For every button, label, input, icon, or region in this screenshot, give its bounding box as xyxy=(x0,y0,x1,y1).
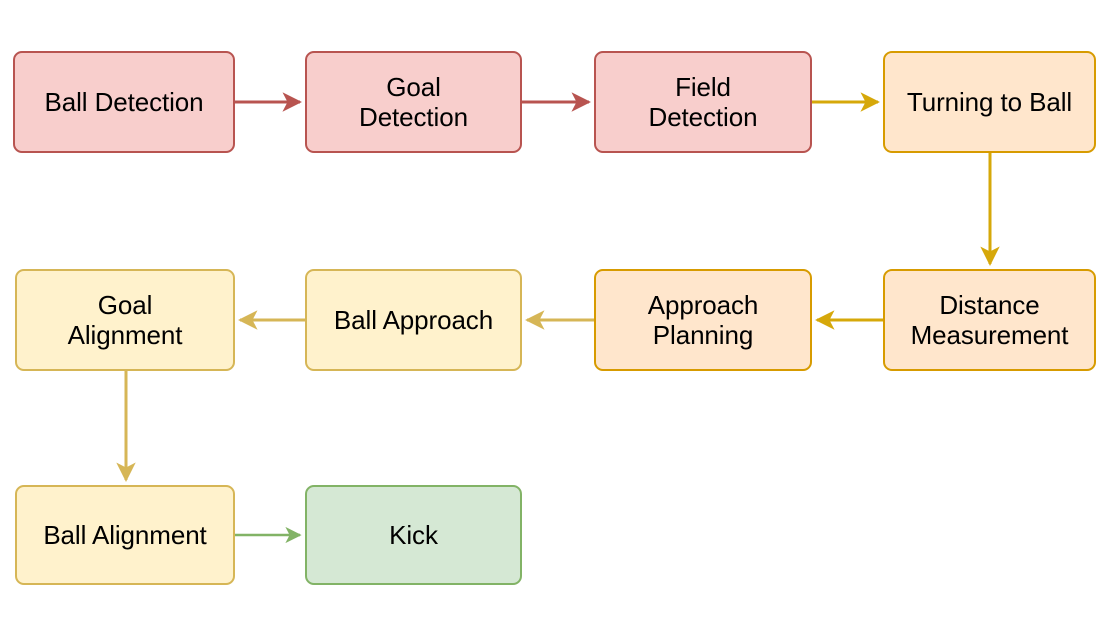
node-label: Distance Measurement xyxy=(910,289,1069,350)
node-ball-detection[interactable]: Ball Detection xyxy=(13,51,235,153)
node-label: Ball Alignment xyxy=(43,519,207,550)
node-label: Kick xyxy=(389,519,438,550)
node-goal-alignment[interactable]: Goal Alignment xyxy=(15,269,235,371)
node-label: Field Detection xyxy=(648,71,758,132)
node-label: Ball Detection xyxy=(44,86,204,117)
node-label: Goal Detection xyxy=(359,71,468,132)
node-label: Ball Approach xyxy=(333,304,494,335)
node-turning-to-ball[interactable]: Turning to Ball xyxy=(883,51,1096,153)
node-label: Goal Alignment xyxy=(67,289,183,350)
node-kick[interactable]: Kick xyxy=(305,485,522,585)
node-ball-alignment[interactable]: Ball Alignment xyxy=(15,485,235,585)
node-label: Approach Planning xyxy=(647,289,759,350)
node-approach-planning[interactable]: Approach Planning xyxy=(594,269,812,371)
node-distance-measurement[interactable]: Distance Measurement xyxy=(883,269,1096,371)
node-field-detection[interactable]: Field Detection xyxy=(594,51,812,153)
node-goal-detection[interactable]: Goal Detection xyxy=(305,51,522,153)
node-ball-approach[interactable]: Ball Approach xyxy=(305,269,522,371)
node-label: Turning to Ball xyxy=(906,86,1073,117)
